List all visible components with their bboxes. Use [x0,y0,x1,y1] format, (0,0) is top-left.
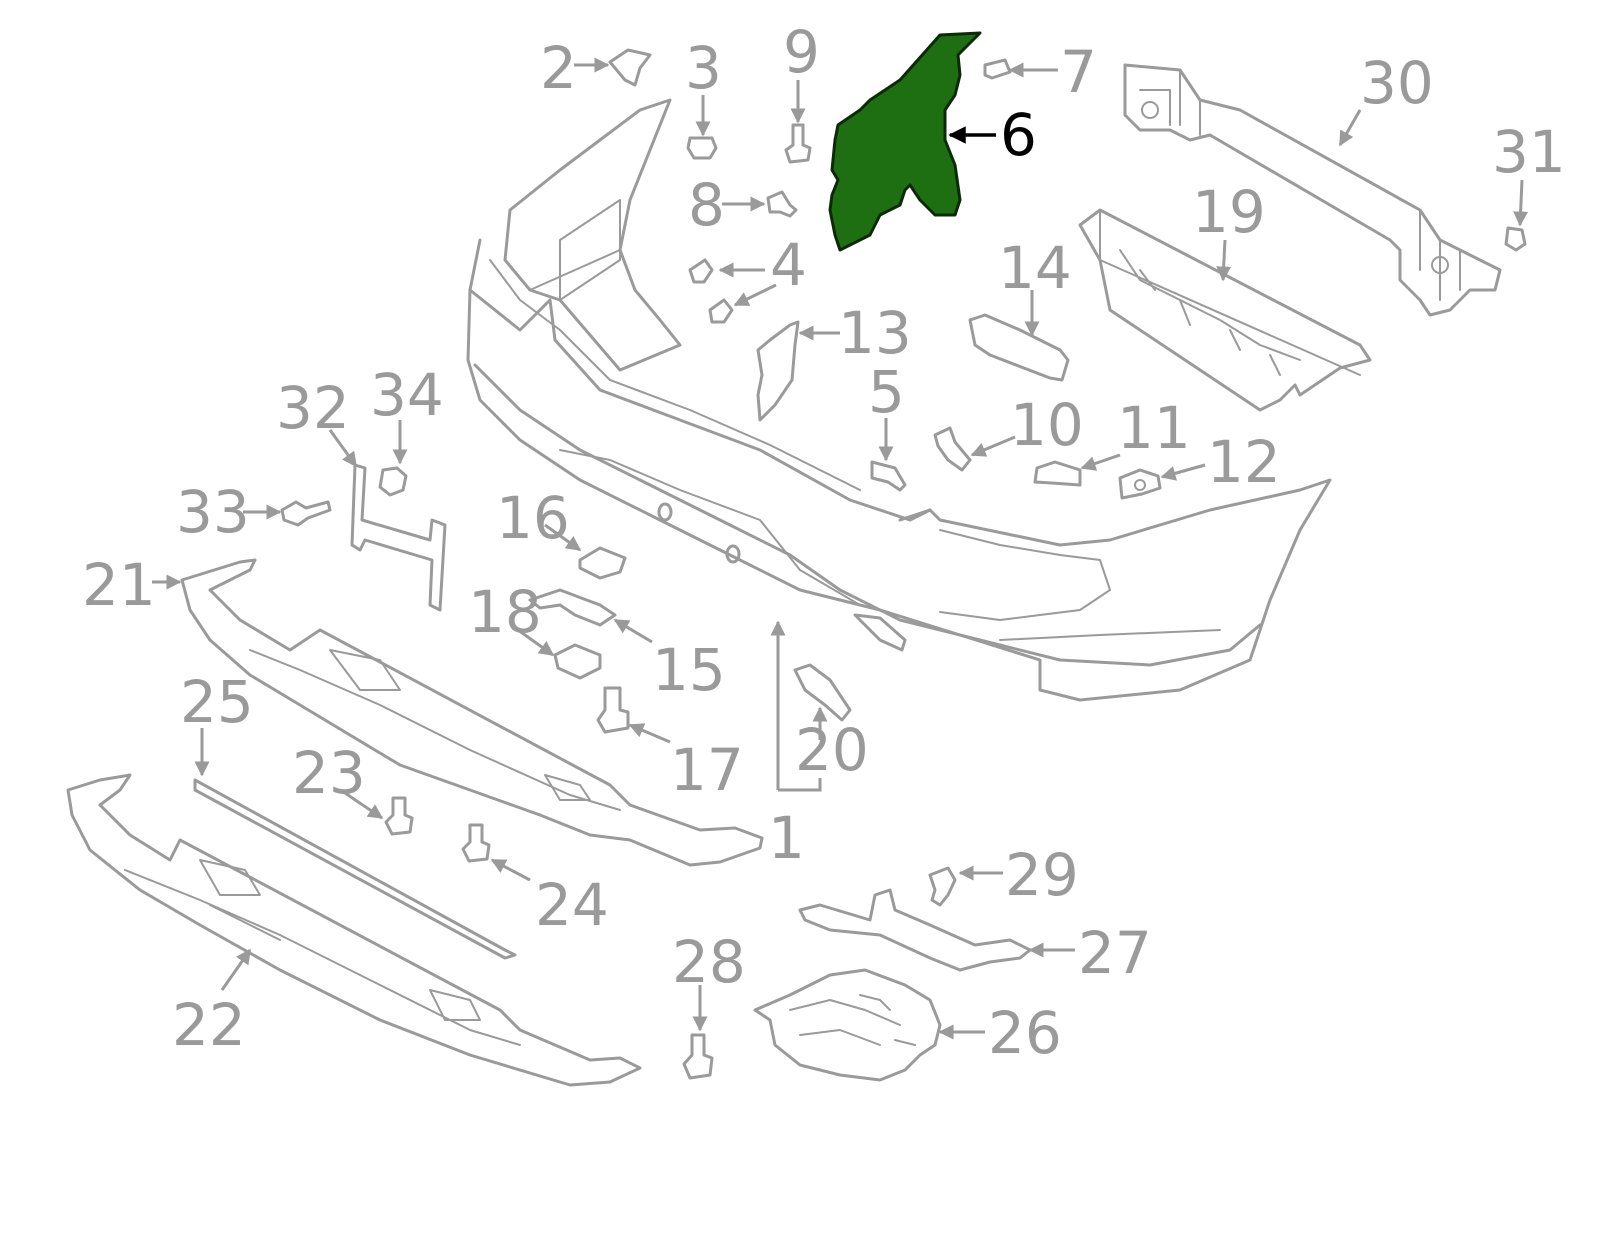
part-29-screw[interactable] [928,866,957,907]
part-9-bolt[interactable] [784,123,812,164]
callout-10[interactable]: 10 [1010,391,1084,459]
callout-2[interactable]: 2 [540,34,577,102]
callout-29[interactable]: 29 [1005,841,1079,909]
callout-15[interactable]: 15 [652,636,726,704]
callout-25[interactable]: 25 [180,668,254,736]
part-33-bolt[interactable] [280,500,332,527]
part-12-sensor-holder[interactable] [1118,468,1162,500]
part-32-bracket[interactable] [350,463,447,612]
part-2-clip[interactable] [608,48,652,87]
callout-14[interactable]: 14 [998,234,1072,302]
part-12-sensor-hole [1134,479,1146,491]
part-14-bracket[interactable] [968,313,1070,382]
callout-12[interactable]: 12 [1207,428,1281,496]
callout-3[interactable]: 3 [685,34,722,102]
callout-6[interactable]: 6 [1000,101,1037,169]
part-17-bolt[interactable] [596,686,630,734]
part-4-push-clip-a[interactable] [688,258,714,284]
part-5-reflector-bracket[interactable] [870,460,907,492]
part-15-bracket[interactable] [528,588,617,627]
callout-22[interactable]: 22 [172,991,246,1059]
callout-18[interactable]: 18 [468,578,542,646]
callout-8[interactable]: 8 [688,171,725,239]
callout-34[interactable]: 34 [370,361,444,429]
part-16-clip[interactable] [578,546,627,580]
part-19-energy-absorber[interactable] [1078,208,1372,412]
callout-33[interactable]: 33 [176,478,250,546]
part-13-bracket[interactable] [756,320,800,422]
callout-16[interactable]: 16 [496,484,570,552]
part-28-bolt[interactable] [682,1033,714,1080]
callout-4[interactable]: 4 [770,231,807,299]
part-34-nut[interactable] [378,466,408,497]
part-26-housing[interactable] [753,968,942,1082]
part-10-bracket[interactable] [933,426,972,472]
callout-labels: 1 2 3 4 5 6 7 8 9 10 11 12 13 14 15 16 1… [82,18,1566,1067]
callout-31[interactable]: 31 [1492,118,1566,186]
callout-9[interactable]: 9 [783,18,820,86]
part-22-lower-lip[interactable] [66,773,642,1087]
part-21-lower-diffuser[interactable] [180,558,764,867]
callout-1[interactable]: 1 [768,804,805,872]
callout-7[interactable]: 7 [1060,38,1097,106]
part-18-clip[interactable] [553,643,602,680]
callout-24[interactable]: 24 [535,871,609,939]
callout-28[interactable]: 28 [672,928,746,996]
callout-21[interactable]: 21 [82,551,156,619]
callout-32[interactable]: 32 [276,374,350,442]
part-25-trim-strip[interactable] [193,778,517,960]
callout-13[interactable]: 13 [838,299,912,367]
callout-5[interactable]: 5 [868,358,905,426]
part-8-push-clip[interactable] [766,190,798,218]
callout-11[interactable]: 11 [1117,394,1191,462]
part-30-reinforcement-beam[interactable] [1123,63,1502,317]
part-20-cover[interactable] [793,663,852,722]
callout-27[interactable]: 27 [1078,919,1152,987]
part-24-bolt[interactable] [461,823,491,863]
callout-23[interactable]: 23 [292,739,366,807]
part-23-bolt[interactable] [384,796,414,836]
leaders [152,57,1529,1040]
part-7-clip[interactable] [983,58,1012,80]
callout-17[interactable]: 17 [670,736,744,804]
part-6-bracket-highlighted[interactable] [828,31,982,252]
part-3-nut[interactable] [686,136,718,160]
part-1-bumper-cover[interactable] [466,98,1332,702]
callout-20[interactable]: 20 [795,716,869,784]
callout-26[interactable]: 26 [988,999,1062,1067]
part-31-nut[interactable] [1504,226,1527,252]
part-11-bracket[interactable] [1033,460,1082,487]
part-27-bracket[interactable] [798,888,1032,972]
callout-19[interactable]: 19 [1192,178,1266,246]
callout-30[interactable]: 30 [1360,49,1434,117]
part-4-push-clip-b[interactable] [708,298,734,324]
